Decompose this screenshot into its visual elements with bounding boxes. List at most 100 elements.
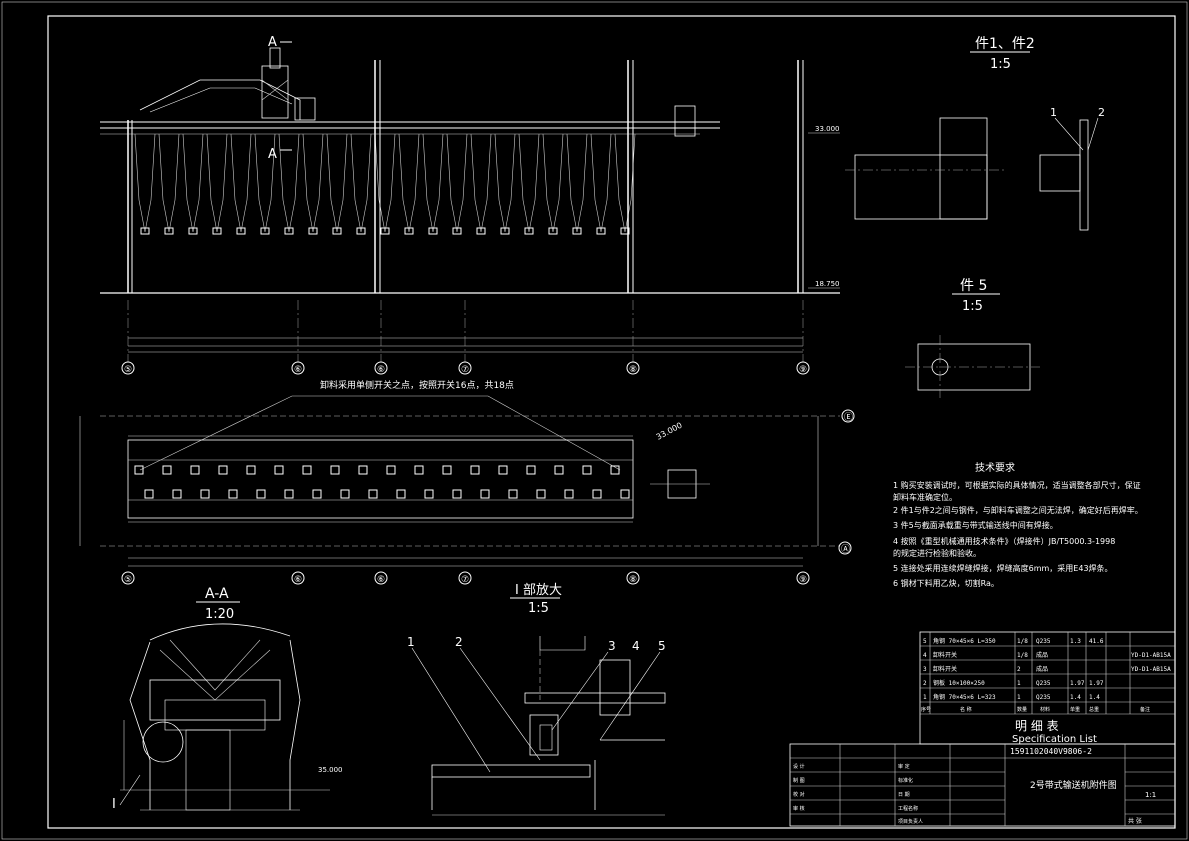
plan-note: 卸料采用单侧开关之点，按照开关16点，共18点 [320, 379, 514, 391]
section-mark-bottom: A [268, 147, 277, 162]
part-1-callout: 1 [1050, 106, 1057, 119]
hopper-chute [494, 133, 516, 233]
elev-bottom-label: 18.750 [815, 280, 840, 288]
hopper-chute [158, 133, 180, 233]
switch-block [200, 489, 210, 499]
title-block: 1591102040V9806-2 2号带式输送机附件图 1:1 共 张 设 计… [789, 743, 1176, 827]
spec-no: 1 [923, 694, 927, 701]
hopper-outlet [284, 227, 294, 235]
technical-requirements: 技术要求 1 购买安装调试时，可根据实际的具体情况，适当调整各部尺寸，保证 卸料… [893, 461, 1143, 588]
switch-block [498, 465, 508, 475]
scale-value: 1:1 [1145, 791, 1156, 799]
section-aa-callout: I [112, 797, 116, 812]
tb-label: 审 定 [898, 763, 910, 770]
switch-block [134, 465, 144, 475]
switch-block [256, 489, 266, 499]
hopper-outlet [332, 227, 342, 235]
detail-callout-5: 5 [658, 639, 666, 653]
section-aa-scale: 1:20 [205, 607, 234, 622]
spec-name: 卸料开关 [933, 651, 957, 659]
spec-name: 角钢 70×45×6 L=350 [933, 637, 996, 645]
spec-name: 钢板 10×100×250 [933, 679, 985, 687]
spec-remark: YD-D1-AB15A [1131, 652, 1171, 659]
switch-block [414, 465, 424, 475]
part-1-2-scale: 1:5 [990, 57, 1011, 72]
section-mark-top: A [268, 35, 277, 50]
tb-label: 标准化 [898, 777, 913, 784]
hopper-outlet [524, 227, 534, 235]
elev-top-label: 33.000 [815, 125, 840, 133]
spec-header-name: 名 称 [960, 706, 972, 713]
hopper-chute [182, 133, 204, 233]
hopper-chute [374, 133, 396, 233]
switch-block [526, 465, 536, 475]
axis-label: ⑥ [294, 575, 302, 585]
axis-label: ⑤ [124, 575, 132, 585]
axis-label: ⑧ [629, 575, 637, 585]
hopper-outlet [428, 227, 438, 235]
hopper-outlet [236, 227, 246, 235]
spec-mat: 成品 [1036, 651, 1048, 659]
tech-req-item: 的规定进行检验和验收。 [893, 548, 981, 558]
hopper-chute [350, 133, 372, 233]
sheet-label: 共 张 [1128, 817, 1142, 825]
spec-no: 5 [923, 638, 927, 645]
spec-remark: YD-D1-AB15A [1131, 666, 1171, 673]
hopper-outlet [596, 227, 606, 235]
part-1-2-title: 件1、件2 [975, 36, 1035, 52]
spec-total: 41.6 [1089, 638, 1104, 645]
tech-req-item: 2 件1与件2之间与钢件，与卸料车调整之间无法焊，确定好后再焊牢。 [893, 505, 1143, 515]
hopper-chute [470, 133, 492, 233]
hopper-chute [206, 133, 228, 233]
spec-mat: Q235 [1036, 680, 1051, 687]
axis-label: ⑥ [294, 365, 302, 375]
inner-border [47, 15, 1176, 829]
axis-label: ⑦ [461, 575, 469, 585]
spec-total: 1.97 [1089, 680, 1104, 687]
switch-block [340, 489, 350, 499]
switch-block [424, 489, 434, 499]
detail-i-scale: 1:5 [528, 601, 549, 616]
spec-title-en: Specification List [1012, 734, 1097, 745]
switch-block [582, 465, 592, 475]
tech-req-item: 卸料车准确定位。 [893, 492, 957, 502]
plan-elev-tag: 33.000 [655, 421, 684, 442]
spec-qty: 1/8 [1017, 652, 1028, 659]
spec-title-cn: 明 细 表 [1015, 719, 1059, 733]
axis-label-e: Ⓔ [844, 412, 853, 423]
switch-block [358, 465, 368, 475]
axis-bubbles-top: ⑤ ⑥ ⑥ ⑦ ⑧ ⑨ [121, 361, 810, 375]
tb-label: 校 对 [793, 791, 805, 798]
switch-block [554, 465, 564, 475]
hopper-outlet [620, 227, 630, 235]
tech-req-item: 3 件5与截面承载重与带式输送线中间有焊接。 [893, 520, 1058, 530]
part-1-2-detail: 件1、件2 1:5 1 2 [845, 36, 1105, 231]
tech-req-item: 5 连接处采用连续焊缝焊接，焊缝高度6mm，采用E43焊条。 [893, 563, 1113, 573]
tb-label: 制 图 [793, 777, 805, 784]
axis-label: ⑨ [799, 575, 807, 585]
tech-req-item: 4 按照《重型机械通用技术条件》（焊接件）JB/T5000.3-1998 [893, 536, 1115, 546]
switch-block [396, 489, 406, 499]
switch-block [620, 489, 630, 499]
tech-req-title: 技术要求 [975, 461, 1015, 474]
detail-callout-2: 2 [455, 635, 463, 649]
axis-label-a: Ⓐ [841, 544, 850, 555]
hopper-chute [302, 133, 324, 233]
axis-label: ⑧ [629, 365, 637, 375]
switch-block [442, 465, 452, 475]
axis-label: ⑦ [461, 365, 469, 375]
switch-block [480, 489, 490, 499]
spec-qty: 1 [1017, 680, 1021, 687]
section-a-a: A-A 1:20 35.000 I [112, 586, 343, 812]
spec-no: 2 [923, 680, 927, 687]
spec-header-qty: 数量 [1017, 706, 1027, 713]
axis-bubbles-bottom: ⑤ ⑥ ⑥ ⑦ ⑧ ⑨ [121, 571, 810, 585]
hopper-outlet [260, 227, 270, 235]
axis-label: ⑨ [799, 365, 807, 375]
part-5-scale: 1:5 [962, 299, 983, 314]
tb-label: 项目负责人 [898, 818, 923, 825]
tech-req-item: 6 钢材下料用乙炔，切割Ra。 [893, 578, 999, 588]
hopper-chute [326, 133, 348, 233]
